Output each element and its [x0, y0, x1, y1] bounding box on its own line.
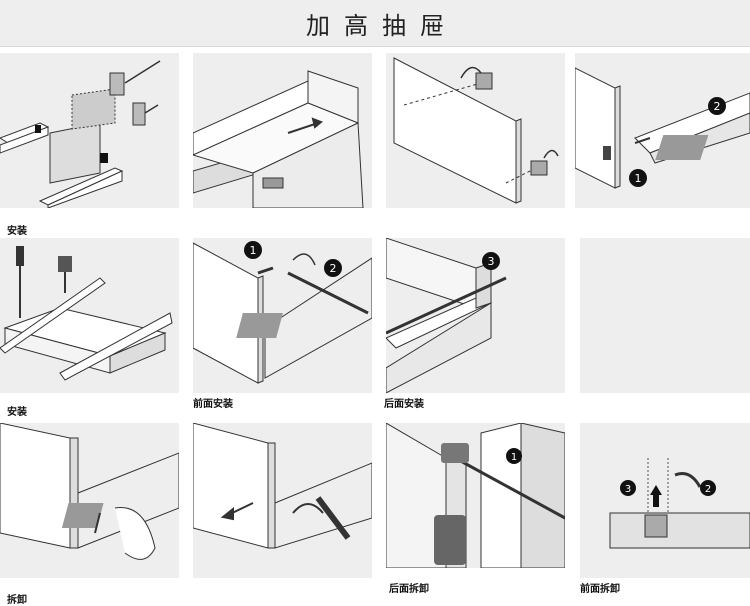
panel-remove-slide-out: [193, 423, 372, 578]
panel-install-front-brackets: [386, 53, 565, 208]
caption-install: 安装: [7, 226, 27, 237]
step-badge: 2: [330, 262, 337, 275]
panel-install-drawer-assembly: [0, 53, 179, 208]
step-badge: 3: [488, 255, 495, 268]
panel-rear-install: 3: [386, 238, 565, 393]
caption-rear-install: 后面安装: [384, 399, 424, 410]
panel-install-drawer-box: [0, 238, 179, 393]
drawer-box-illustration: [0, 246, 173, 381]
panel-front-remove: 3 2: [580, 423, 750, 578]
front-remove-illustration: 3 2: [609, 458, 750, 549]
panel-front-install: 1 2: [193, 238, 372, 393]
page-title: 加高抽屉: [306, 11, 458, 40]
step-badge: 2: [714, 100, 721, 113]
panel-rear-remove: 1: [386, 423, 565, 568]
remove-release-illustration: [0, 423, 179, 560]
drawer-assembly-illustration: [0, 60, 161, 208]
caption-remove: 拆卸: [7, 595, 27, 606]
page-header: 加高抽屉: [0, 0, 750, 46]
side-connect-illustration: 2 1: [575, 67, 750, 189]
rear-remove-illustration: 1: [386, 423, 565, 568]
step-badge: 1: [511, 452, 517, 463]
front-panel-illustration: [393, 57, 559, 204]
panel-install-side-connect: 2 1: [575, 53, 750, 208]
step-badge: 2: [705, 484, 711, 495]
caption-front-remove: 前面拆卸: [580, 584, 620, 595]
header-divider: [0, 46, 750, 47]
panel-blank: [580, 238, 750, 393]
panel-install-rails: [193, 53, 372, 208]
panel-remove-release: [0, 423, 179, 578]
drawer-rails-illustration: [193, 70, 364, 208]
step-badge: 1: [635, 172, 642, 185]
front-install-illustration: 1 2: [193, 241, 372, 384]
rear-install-illustration: 3: [386, 238, 507, 393]
step-badge: 3: [625, 484, 631, 495]
caption-front-install: 前面安装: [193, 399, 233, 410]
remove-slide-illustration: [193, 423, 372, 549]
caption-rear-remove: 后面拆卸: [389, 584, 429, 595]
caption-install: 安装: [7, 407, 27, 418]
step-badge: 1: [250, 244, 257, 257]
